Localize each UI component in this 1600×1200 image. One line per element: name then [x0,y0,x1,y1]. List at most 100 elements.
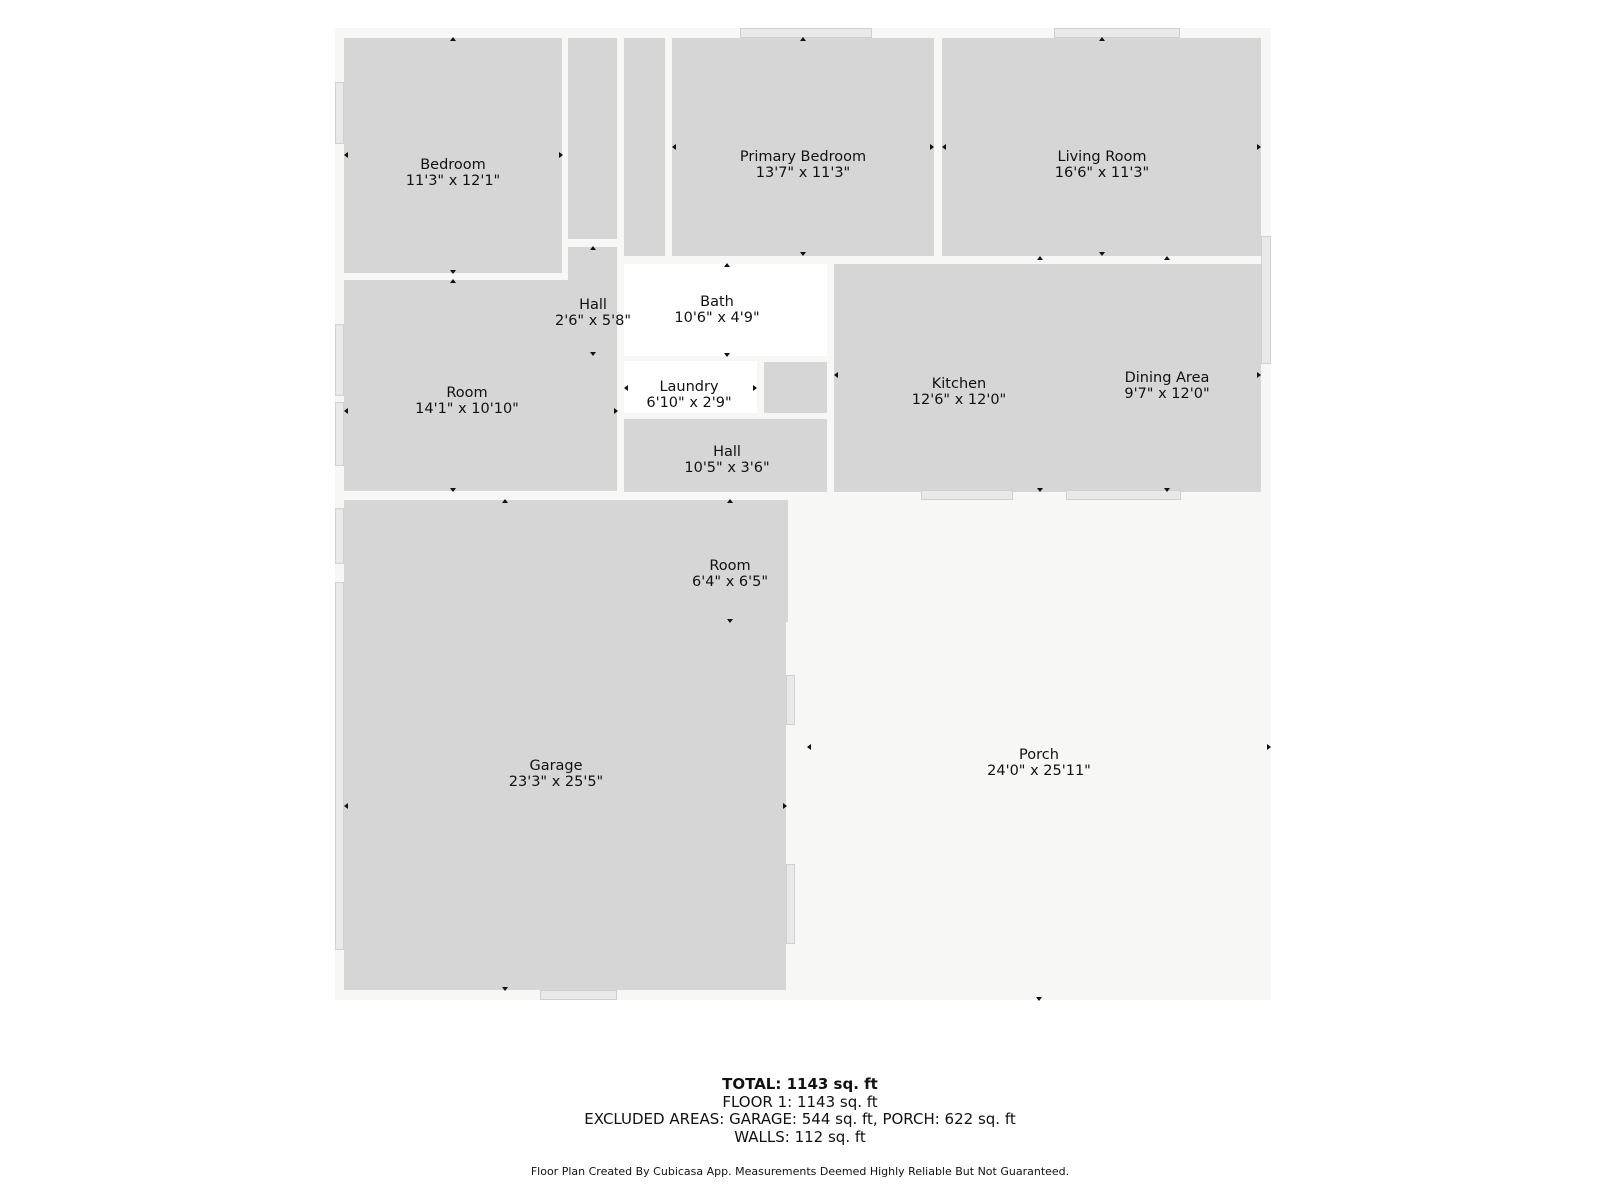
window [786,675,795,725]
room-name: Room [709,558,751,574]
window [921,490,1013,500]
room-label-garage: Garage 23'3" x 25'5" [509,758,603,790]
dimension-marker [450,279,456,283]
dimension-marker [1267,744,1271,750]
kitchen-dining-area [834,264,1261,492]
dimension-marker [1037,488,1043,492]
dimension-marker [590,352,596,356]
room-name: Kitchen [931,376,987,392]
porch-area [802,500,1271,1000]
dimension-marker [344,152,348,158]
room-name: Living Room [1057,149,1147,165]
room-dimensions: 2'6" x 5'8" [554,313,632,329]
dimension-marker [1099,37,1105,41]
room-label-room-small: Room 6'4" x 6'5" [692,558,768,590]
closet-4 [764,362,827,413]
total-area: TOTAL: 1143 sq. ft [722,1075,878,1093]
room-label-porch: Porch 24'0" x 25'11" [987,747,1091,779]
room-dimensions: 12'6" x 12'0" [911,392,1007,408]
dimension-marker [942,144,946,150]
dimension-marker [1036,997,1042,1001]
dimension-marker [1037,256,1043,260]
room-name: Garage [529,758,583,774]
dimension-marker [753,385,757,391]
dimension-marker [450,270,456,274]
window [1261,236,1271,364]
dimension-marker [624,385,628,391]
room-label-hall-main: Hall 10'5" x 3'6" [684,444,769,476]
dimension-marker [672,144,676,150]
closet-3 [568,361,617,389]
room-dimensions: 24'0" x 25'11" [987,763,1091,779]
window [335,508,344,564]
room-dimensions: 14'1" x 10'10" [415,401,519,417]
closet-1 [568,38,617,239]
dimension-marker [559,152,563,158]
dimension-marker [614,408,618,414]
dimension-marker [724,353,730,357]
room-small-area [672,500,788,622]
room-dimensions: 10'5" x 3'6" [684,460,770,476]
room-label-primary-bedroom: Primary Bedroom 13'7" x 11'3" [740,149,866,181]
room-name: Room [446,385,488,401]
window [1066,490,1181,500]
dimension-marker [930,144,934,150]
room-dimensions: 6'10" x 2'9" [646,395,732,411]
dimension-marker [783,803,787,809]
room-dimensions: 9'7" x 12'0" [1124,386,1210,402]
laundry-area [624,361,757,413]
room-label-dining-area: Dining Area 9'7" x 12'0" [1124,370,1209,402]
room-name: Primary Bedroom [739,149,867,165]
window [335,82,344,144]
room-dimensions: 13'7" x 11'3" [755,165,851,181]
room-label-room-west: Room 14'1" x 10'10" [415,385,519,417]
dimension-marker [1257,144,1261,150]
dimension-marker [344,803,348,809]
window [540,990,617,1000]
floor-plan: Bedroom 11'3" x 12'1" Primary Bedroom 13… [335,28,1271,1001]
excluded-areas: EXCLUDED AREAS: GARAGE: 544 sq. ft, PORC… [584,1110,1016,1128]
room-label-kitchen: Kitchen 12'6" x 12'0" [912,376,1006,408]
room-dimensions: 23'3" x 25'5" [508,774,604,790]
room-name: Hall [713,444,741,460]
room-name: Porch [1019,747,1059,763]
dimension-marker [724,263,730,267]
dimension-marker [834,372,838,378]
room-dimensions: 16'6" x 11'3" [1054,165,1150,181]
dimension-marker [1164,488,1170,492]
room-name: Laundry [659,379,719,395]
room-dimensions: 10'6" x 4'9" [674,310,760,326]
disclaimer: Floor Plan Created By Cubicasa App. Meas… [530,1165,1070,1178]
dimension-marker [727,619,733,623]
dimension-marker [344,408,348,414]
window [786,864,795,944]
dimension-marker [727,499,733,503]
area-summary: TOTAL: 1143 sq. ft FLOOR 1: 1143 sq. ft … [0,1075,1600,1146]
room-label-hall-small: Hall 2'6" x 5'8" [555,297,631,329]
window [335,324,344,396]
bedroom-area [344,38,562,273]
living-room-area [942,38,1261,256]
room-label-living-room: Living Room 16'6" x 11'3" [1055,149,1149,181]
room-dimensions: 11'3" x 12'1" [405,173,501,189]
closet-2 [624,38,665,256]
room-dimensions: 6'4" x 6'5" [691,574,769,590]
dimension-marker [1257,372,1261,378]
window [335,402,344,466]
room-name: Bath [700,294,734,310]
room-name: Bedroom [420,157,486,173]
dimension-marker [800,252,806,256]
room-label-laundry: Laundry 6'10" x 2'9" [646,379,731,411]
dimension-marker [1099,252,1105,256]
dimension-marker [450,37,456,41]
floor-area: FLOOR 1: 1143 sq. ft [722,1092,878,1111]
window [740,28,872,38]
window [335,582,344,950]
dimension-marker [1164,256,1170,260]
hall-main-area [624,419,827,492]
room-label-bedroom: Bedroom 11'3" x 12'1" [406,157,500,189]
dimension-marker [590,246,596,250]
primary-bedroom-area [672,38,934,256]
dimension-marker [502,987,508,991]
dimension-marker [800,37,806,41]
